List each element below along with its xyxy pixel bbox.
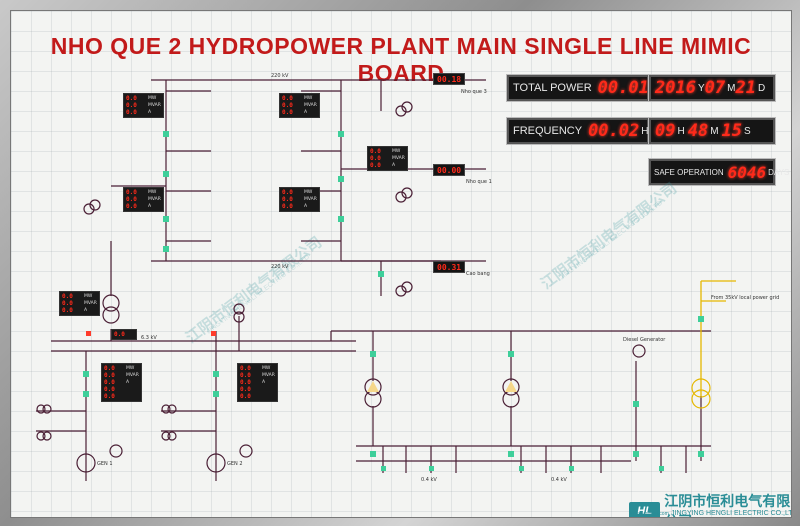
gen1-label: GEN 1 <box>97 461 113 467</box>
time-minute-unit: M <box>710 125 719 137</box>
page-title: NHO QUE 2 HYDROPOWER PLANT MAIN SINGLE L… <box>50 33 752 86</box>
frequency-value: 00.02 <box>588 121 640 141</box>
gen2-label: GEN 2 <box>227 461 243 467</box>
time-hour: 09 <box>655 121 676 141</box>
time-second-unit: S <box>744 125 751 137</box>
logo-company-en: JINGYING HENGLI ELECTRIC CO.,LTD <box>671 510 792 517</box>
mimic-board: NHO QUE 2 HYDROPOWER PLANT MAIN SINGLE L… <box>10 10 792 518</box>
date-month-unit: M <box>727 82 736 94</box>
date-display: 2016 Y 07 M 21 D <box>649 75 775 101</box>
line2-label: Nho que 1 <box>466 179 492 185</box>
total-power-label: TOTAL POWER <box>513 82 592 94</box>
generator-bus-label: 6.3 kV <box>141 335 157 341</box>
frequency-label: FREQUENCY <box>513 125 583 137</box>
aux-bus-left-label: 0.4 kV <box>421 477 437 483</box>
line1-label: Nho que 3 <box>461 89 487 95</box>
frequency-display: FREQUENCY 00.02 Hz <box>507 118 653 144</box>
line2-meter: 00.00 <box>433 164 466 176</box>
lower-bus-label: 220 kV <box>271 264 289 270</box>
diesel-label: Diesel Generator <box>623 337 666 343</box>
logo-mark: HL <box>629 502 661 517</box>
date-year-unit: Y <box>697 82 705 94</box>
date-day: 21 <box>735 78 756 98</box>
date-day-unit: D <box>757 82 766 94</box>
frequency-unit: Hz <box>641 125 654 137</box>
bus-meter: 0.0 <box>111 329 137 340</box>
line1-meter: 00.18 <box>433 73 466 85</box>
safe-operation-unit: DAYS <box>768 167 790 177</box>
time-second: 15 <box>721 121 743 141</box>
logo-url: www.jyhengli.com <box>629 511 669 517</box>
time-display: 09 H 48 M 15 S <box>649 118 775 144</box>
safe-operation-label: SAFE OPERATION <box>654 167 724 177</box>
single-line-diagram <box>36 79 736 481</box>
date-year: 2016 <box>655 78 696 98</box>
total-power-display: TOTAL POWER 00.01 MW <box>507 75 669 101</box>
logo-company-cn: 江阴市恒利电气有限公司 <box>664 494 791 517</box>
line3-meter: 00.31 <box>433 261 466 273</box>
grid-feed-label: From 35kV local power grid <box>711 295 780 301</box>
time-hour-unit: H <box>677 125 685 137</box>
safe-operation-display: SAFE OPERATION 6046 DAYS <box>649 159 789 185</box>
safe-operation-value: 6046 <box>727 162 767 182</box>
top-bus-label: 220 kV <box>271 73 289 79</box>
date-month: 07 <box>704 78 726 98</box>
aux-bus-right-label: 0.4 kV <box>551 477 567 483</box>
total-power-value: 00.01 <box>597 78 649 98</box>
line3-label: Cao bang <box>466 271 490 277</box>
time-minute: 48 <box>687 121 709 141</box>
company-logo: HL 江阴市恒利电气有限公司 JINGYING HENGLI ELECTRIC … <box>629 491 792 517</box>
